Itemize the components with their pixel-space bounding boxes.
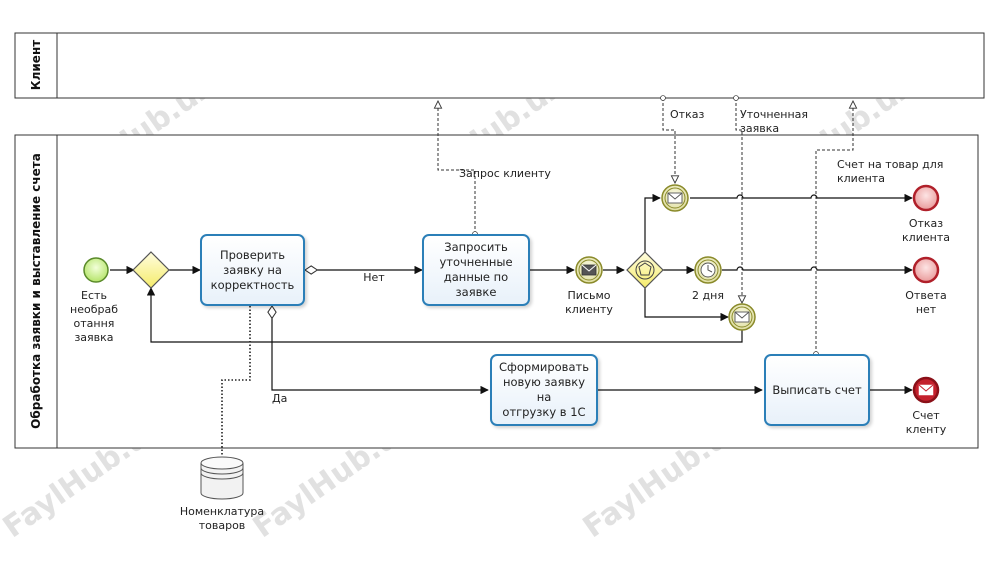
pool-client-title: Клиент [29, 39, 43, 91]
task-request-data[interactable]: Запросить уточненные данные по заявке [422, 234, 530, 306]
task-check-request[interactable]: Проверить заявку на корректность [200, 234, 305, 306]
flow-no-label: Нет [363, 271, 385, 284]
task-invoice[interactable]: Выписать счет [764, 354, 870, 426]
exclusive-gateway [132, 251, 170, 289]
msg-invoice-client-label: Счет на товар для клиента [837, 158, 944, 185]
end-refusal-label: Отказ клиента [902, 217, 950, 244]
refusal-message-catch-event [661, 184, 689, 212]
data-store-label: Номенклатура товаров [179, 505, 265, 532]
sequence-flows [110, 193, 913, 395]
data-association [221, 306, 251, 455]
task-form-order[interactable]: Сформировать новую заявку на отгрузку в … [490, 354, 598, 426]
letter-event-label: Письмо клиенту [565, 289, 613, 316]
flow-yes-label: Да [272, 392, 288, 405]
event-based-gateway [626, 251, 664, 289]
timer-catch-event [694, 256, 722, 284]
end-invoice-label: Счет кленту [905, 409, 947, 436]
pool-client [14, 32, 985, 99]
data-store-icon [200, 456, 244, 500]
pool-process-title: Обработка заявки и выставление счета [29, 153, 43, 429]
start-event [83, 257, 109, 283]
msg-refusal-label: Отказ [670, 108, 705, 121]
end-event-invoice [912, 376, 940, 404]
end-event-noanswer [912, 256, 940, 284]
end-noanswer-label: Ответа нет [905, 289, 947, 316]
task-form-label: Сформировать новую заявку на отгрузку в … [499, 360, 589, 419]
clarified-message-catch-event [728, 303, 756, 331]
task-check-label: Проверить заявку на корректность [210, 247, 295, 292]
start-event-label: Есть необраб отання заявка [70, 289, 118, 344]
message-flows [438, 98, 853, 354]
timer-event-label: 2 дня [692, 289, 724, 302]
msg-request-client-label: Запрос клиенту [459, 167, 551, 180]
task-invoice-label: Выписать счет [772, 382, 862, 397]
end-event-refusal [912, 184, 940, 212]
letter-throw-event [575, 256, 603, 284]
task-request-label: Запросить уточненные данные по заявке [439, 240, 513, 299]
msg-clarified-label: Уточненная заявка [740, 108, 809, 135]
